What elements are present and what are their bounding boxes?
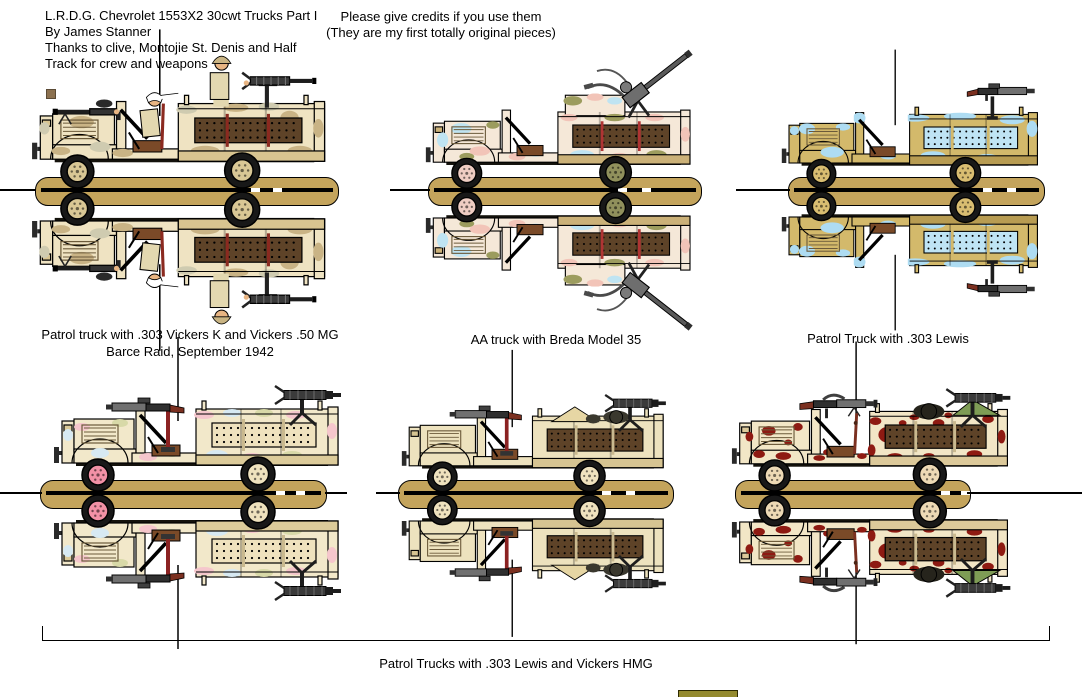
group-caption: Patrol Trucks with .303 Lewis and Vicker… (379, 656, 653, 671)
ground-center-line (46, 491, 321, 495)
title-block: L.R.D.G. Chevrolet 1553X2 30cwt Trucks P… (45, 8, 317, 72)
ground-center-line (434, 188, 696, 192)
truck-caption: Patrol truck with .303 Vickers K and Vic… (41, 326, 338, 360)
ground-line-dash (602, 491, 611, 495)
ground-line-dash (273, 188, 282, 192)
ground-line-dash (618, 188, 627, 192)
ground-line-extension (0, 188, 36, 192)
credits-line-1: Please give credits if you use them (340, 9, 542, 24)
ground-center-line (404, 491, 668, 495)
credits-note: Please give credits if you use them (The… (316, 9, 566, 41)
patrol-truck-303-lewis-illustration (780, 49, 1050, 343)
ground-line-dash (961, 491, 970, 495)
patrol-truck-lewis-vickers-hmg-red-camo-illustration (730, 341, 1021, 658)
ground-line-dash (626, 491, 635, 495)
truck-caption: AA truck with Breda Model 35 (471, 331, 642, 348)
ground-line-extension (0, 491, 42, 495)
ground-line-dash (941, 491, 950, 495)
ground-line-dash (251, 188, 260, 192)
patrol-truck-lewis-vickers-hmg-sand-illustration (400, 349, 668, 639)
ground-center-line (41, 188, 333, 192)
ground-line-extension (736, 188, 790, 192)
patrol-truck-lewis-vickers-hmg-pink-illustration (52, 337, 352, 663)
ground-line-dash (1007, 188, 1016, 192)
ground-line-extension (967, 491, 1082, 495)
ground-line-extension (376, 491, 400, 495)
truck-caption-line: AA truck with Breda Model 35 (470, 332, 642, 347)
cropped-graphic-bottom-edge (678, 690, 738, 697)
thanks-line-2: Track for crew and weapons (45, 56, 208, 71)
truck-caption-line: Patrol Truck with .303 Lewis (807, 331, 969, 346)
ground-line-dash (642, 188, 651, 192)
ground-center-line (741, 491, 965, 495)
truck-caption-line: Barce Raid, September 1942 (106, 344, 274, 359)
truck-caption: Patrol Truck with .303 Lewis (807, 330, 969, 347)
group-bracket (42, 626, 1050, 641)
small-brown-square (46, 89, 56, 99)
thanks-line-1: Thanks to clive, Montojie St. Denis and … (45, 40, 297, 55)
aa-truck-breda-model-35-illustration (424, 49, 703, 348)
ground-line-extension (325, 491, 347, 495)
patrol-truck-vickers-k-and-50-illustration (30, 29, 339, 365)
ground-line-extension (390, 188, 430, 192)
ground-line-dash (296, 491, 305, 495)
sheet-title: L.R.D.G. Chevrolet 1553X2 30cwt Trucks P… (45, 8, 318, 23)
credits-line-2: (They are my first totally original piec… (326, 25, 556, 40)
author-line: By James Stanner (45, 24, 152, 39)
ground-line-dash (983, 188, 992, 192)
ground-line-dash (276, 491, 285, 495)
truck-caption-line: Patrol truck with .303 Vickers K and Vic… (41, 327, 339, 342)
ground-center-line (794, 188, 1039, 192)
